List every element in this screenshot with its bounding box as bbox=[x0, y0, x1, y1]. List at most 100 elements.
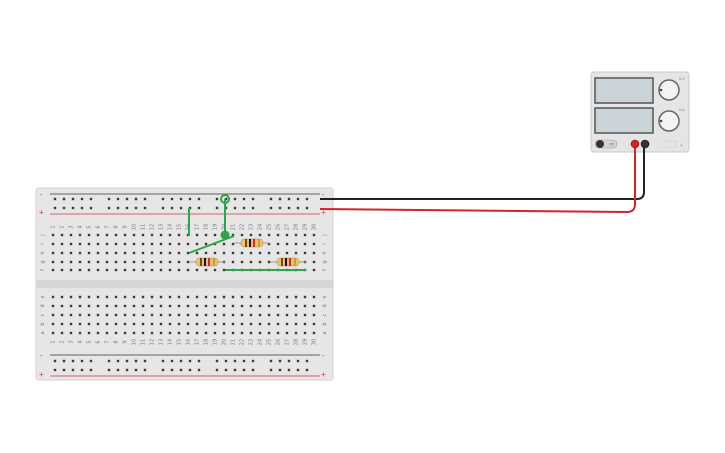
positive-terminal-icon[interactable] bbox=[630, 139, 640, 149]
terminal-hole[interactable] bbox=[141, 295, 145, 299]
terminal-hole[interactable] bbox=[105, 313, 109, 317]
terminal-hole[interactable] bbox=[231, 304, 235, 308]
terminal-hole[interactable] bbox=[222, 242, 226, 246]
rail-hole[interactable] bbox=[170, 206, 174, 210]
terminal-hole[interactable] bbox=[69, 251, 73, 255]
rail-hole[interactable] bbox=[71, 197, 75, 201]
terminal-hole[interactable] bbox=[69, 331, 73, 335]
terminal-hole[interactable] bbox=[231, 251, 235, 255]
terminal-hole[interactable] bbox=[132, 331, 136, 335]
voltage-knob-icon[interactable] bbox=[658, 79, 680, 101]
rail-hole[interactable] bbox=[80, 368, 84, 372]
terminal-hole[interactable] bbox=[285, 304, 289, 308]
terminal-hole[interactable] bbox=[195, 331, 199, 335]
terminal-hole[interactable] bbox=[294, 304, 298, 308]
terminal-hole[interactable] bbox=[105, 251, 109, 255]
terminal-hole[interactable] bbox=[87, 251, 91, 255]
terminal-hole[interactable] bbox=[258, 233, 262, 237]
terminal-hole[interactable] bbox=[150, 295, 154, 299]
terminal-hole[interactable] bbox=[78, 233, 82, 237]
rail-hole[interactable] bbox=[179, 368, 183, 372]
terminal-hole[interactable] bbox=[258, 304, 262, 308]
terminal-hole[interactable] bbox=[123, 304, 127, 308]
rail-hole[interactable] bbox=[143, 359, 147, 363]
rail-hole[interactable] bbox=[125, 197, 129, 201]
terminal-hole[interactable] bbox=[60, 268, 64, 272]
rail-hole[interactable] bbox=[269, 197, 273, 201]
terminal-hole[interactable] bbox=[231, 313, 235, 317]
terminal-hole[interactable] bbox=[177, 331, 181, 335]
rail-hole[interactable] bbox=[143, 197, 147, 201]
terminal-hole[interactable] bbox=[141, 233, 145, 237]
terminal-hole[interactable] bbox=[96, 322, 100, 326]
terminal-hole[interactable] bbox=[141, 242, 145, 246]
terminal-hole[interactable] bbox=[222, 268, 226, 272]
terminal-hole[interactable] bbox=[240, 260, 244, 264]
rail-hole[interactable] bbox=[215, 197, 219, 201]
terminal-hole[interactable] bbox=[312, 295, 316, 299]
terminal-hole[interactable] bbox=[132, 295, 136, 299]
terminal-hole[interactable] bbox=[51, 304, 55, 308]
terminal-hole[interactable] bbox=[285, 331, 289, 335]
terminal-hole[interactable] bbox=[222, 304, 226, 308]
rail-hole[interactable] bbox=[251, 206, 255, 210]
rail-hole[interactable] bbox=[134, 368, 138, 372]
terminal-hole[interactable] bbox=[96, 251, 100, 255]
terminal-hole[interactable] bbox=[195, 322, 199, 326]
terminal-hole[interactable] bbox=[60, 313, 64, 317]
terminal-hole[interactable] bbox=[186, 295, 190, 299]
terminal-hole[interactable] bbox=[258, 260, 262, 264]
terminal-hole[interactable] bbox=[276, 304, 280, 308]
terminal-hole[interactable] bbox=[285, 313, 289, 317]
rail-hole[interactable] bbox=[62, 359, 66, 363]
terminal-hole[interactable] bbox=[240, 322, 244, 326]
terminal-hole[interactable] bbox=[177, 313, 181, 317]
terminal-hole[interactable] bbox=[240, 251, 244, 255]
terminal-hole[interactable] bbox=[231, 322, 235, 326]
terminal-hole[interactable] bbox=[267, 331, 271, 335]
terminal-hole[interactable] bbox=[186, 313, 190, 317]
terminal-hole[interactable] bbox=[159, 295, 163, 299]
rail-hole[interactable] bbox=[62, 368, 66, 372]
terminal-hole[interactable] bbox=[303, 313, 307, 317]
terminal-hole[interactable] bbox=[213, 268, 217, 272]
terminal-hole[interactable] bbox=[51, 295, 55, 299]
terminal-hole[interactable] bbox=[159, 313, 163, 317]
terminal-hole[interactable] bbox=[249, 295, 253, 299]
rail-hole[interactable] bbox=[89, 206, 93, 210]
rail-hole[interactable] bbox=[161, 359, 165, 363]
terminal-hole[interactable] bbox=[78, 304, 82, 308]
terminal-hole[interactable] bbox=[177, 233, 181, 237]
terminal-hole[interactable] bbox=[114, 331, 118, 335]
terminal-hole[interactable] bbox=[285, 251, 289, 255]
terminal-hole[interactable] bbox=[249, 322, 253, 326]
terminal-hole[interactable] bbox=[285, 233, 289, 237]
rail-hole[interactable] bbox=[71, 206, 75, 210]
terminal-hole[interactable] bbox=[312, 268, 316, 272]
terminal-hole[interactable] bbox=[177, 304, 181, 308]
terminal-hole[interactable] bbox=[87, 331, 91, 335]
terminal-hole[interactable] bbox=[213, 304, 217, 308]
terminal-hole[interactable] bbox=[96, 295, 100, 299]
rail-hole[interactable] bbox=[53, 368, 57, 372]
terminal-hole[interactable] bbox=[78, 260, 82, 264]
terminal-hole[interactable] bbox=[87, 242, 91, 246]
terminal-hole[interactable] bbox=[114, 295, 118, 299]
rail-hole[interactable] bbox=[134, 206, 138, 210]
terminal-hole[interactable] bbox=[105, 242, 109, 246]
rail-hole[interactable] bbox=[107, 368, 111, 372]
terminal-hole[interactable] bbox=[204, 313, 208, 317]
rail-hole[interactable] bbox=[80, 206, 84, 210]
rail-hole[interactable] bbox=[296, 197, 300, 201]
terminal-hole[interactable] bbox=[78, 322, 82, 326]
black-wire[interactable] bbox=[320, 148, 645, 200]
terminal-hole[interactable] bbox=[267, 233, 271, 237]
rail-hole[interactable] bbox=[80, 359, 84, 363]
terminal-hole[interactable] bbox=[195, 295, 199, 299]
terminal-hole[interactable] bbox=[96, 233, 100, 237]
rail-hole[interactable] bbox=[62, 197, 66, 201]
terminal-hole[interactable] bbox=[186, 268, 190, 272]
terminal-hole[interactable] bbox=[267, 313, 271, 317]
terminal-hole[interactable] bbox=[258, 251, 262, 255]
rail-hole[interactable] bbox=[269, 206, 273, 210]
